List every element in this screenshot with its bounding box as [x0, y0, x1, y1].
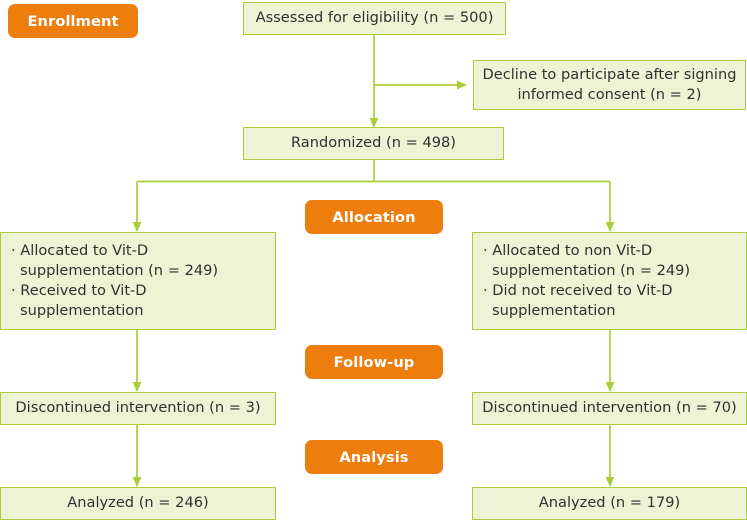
node-randomized: Randomized (n = 498)	[243, 127, 504, 160]
node-allocated-vitd-line-2: supplementation (n = 249)	[20, 261, 219, 279]
node-allocated-vitd-line-4: supplementation	[20, 302, 144, 320]
stage-badge-enrollment: Enrollment	[8, 4, 138, 38]
node-allocated-non-vitd: · Allocated to non Vit-D supplementation…	[472, 232, 747, 330]
node-analyzed-non-vitd: Analyzed (n = 179)	[472, 487, 747, 520]
node-analyzed-vitd: Analyzed (n = 246)	[0, 487, 276, 520]
node-discontinued-vitd-line-1: Discontinued intervention (n = 3)	[15, 399, 261, 417]
stage-badge-allocation: Allocation	[305, 200, 443, 234]
node-allocated-non-vitd-line-2: supplementation (n = 249)	[492, 261, 691, 279]
node-discontinued-vitd: Discontinued intervention (n = 3)	[0, 392, 276, 425]
node-allocated-vitd: · Allocated to Vit-D supplementation (n …	[0, 232, 276, 330]
node-declined-line-1: Decline to participate after signing	[482, 65, 737, 83]
node-declined-line-2: informed consent (n = 2)	[517, 86, 702, 103]
node-randomized-line-1: Randomized (n = 498)	[290, 134, 456, 152]
node-allocated-vitd-line-3: · Received to Vit-D	[11, 282, 147, 299]
node-allocated-non-vitd-line-1: · Allocated to non Vit-D	[483, 241, 653, 259]
node-discontinued-non-vitd: Discontinued intervention (n = 70)	[472, 392, 747, 425]
node-allocated-vitd-line-1: · Allocated to Vit-D	[11, 241, 149, 259]
node-discontinued-non-vitd-line-1: Discontinued intervention (n = 70)	[482, 399, 737, 417]
node-allocated-non-vitd-line-3: · Did not received to Vit-D	[483, 282, 673, 299]
node-assessed-line-1: Assessed for eligibility (n = 500)	[255, 9, 494, 27]
node-analyzed-non-vitd-line-1: Analyzed (n = 179)	[538, 494, 681, 512]
node-analyzed-vitd-line-1: Analyzed (n = 246)	[67, 494, 209, 512]
node-declined-participation: Decline to participate after signing inf…	[473, 60, 746, 110]
stage-badge-analysis: Analysis	[305, 440, 443, 474]
node-assessed-for-eligibility: Assessed for eligibility (n = 500)	[243, 2, 506, 35]
stage-badge-followup: Follow-up	[305, 345, 443, 379]
node-allocated-non-vitd-line-4: supplementation	[492, 302, 616, 320]
